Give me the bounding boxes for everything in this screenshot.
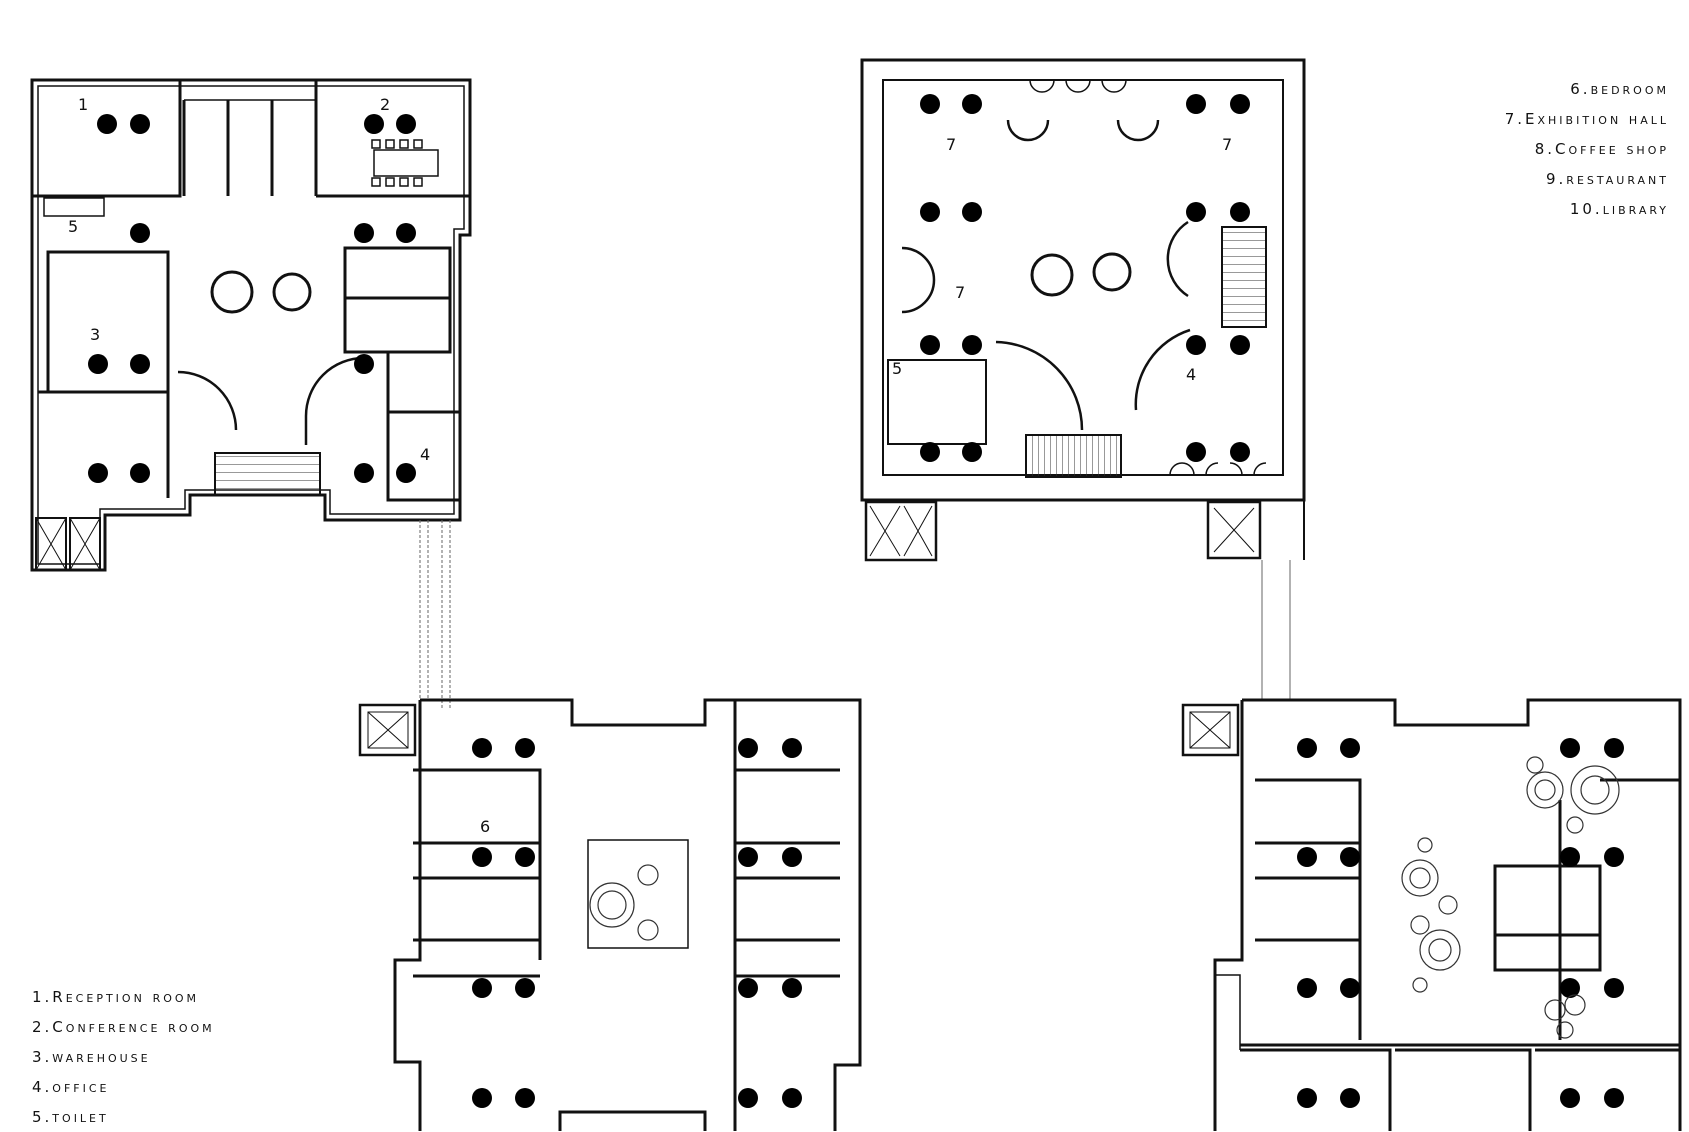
plan-d-columns: [1297, 738, 1624, 1108]
plan-b-label-hall-2: 7: [1222, 135, 1232, 154]
plan-a-label-reception: 1: [78, 95, 88, 114]
plan-d-trees: [1401, 756, 1620, 1039]
plan-a: [30, 78, 472, 572]
legend-item-bedroom: 6.bedroom: [1570, 80, 1669, 98]
plan-c-numbers: 6: [480, 817, 490, 836]
legend-item-library: 10.library: [1569, 200, 1669, 218]
room-legend-right: 6.bedroom 7.Exhibition hall 8.Coffee sho…: [1505, 74, 1669, 224]
legend-item-warehouse: 3.warehouse: [32, 1048, 151, 1066]
legend-item-conference-room: 2.Conference room: [32, 1018, 215, 1036]
plan-b-numbers: 7 7 7 5 4: [892, 135, 1232, 384]
legend-item-office: 4.office: [32, 1078, 110, 1096]
plan-b-label-toilet: 5: [892, 359, 902, 378]
plan-c-tree: [589, 864, 659, 941]
plan-c-columns: [472, 738, 802, 1108]
plan-b-label-hall-1: 7: [946, 135, 956, 154]
conference-table: [371, 139, 439, 187]
plan-b: [860, 58, 1306, 562]
plan-d: [1181, 698, 1682, 1131]
plan-c-label-bedroom: 6: [480, 817, 490, 836]
plan-a-c-link: [419, 520, 451, 710]
plan-a-columns: [88, 114, 416, 483]
plan-a-label-conference: 2: [380, 95, 390, 114]
plan-b-d-link: [1261, 560, 1291, 700]
plan-b-label-office: 4: [1186, 365, 1196, 384]
plan-a-numbers: 1 2 3 4 5: [68, 95, 430, 464]
plan-b-columns: [920, 94, 1250, 462]
legend-item-reception-room: 1.Reception room: [32, 988, 200, 1006]
plan-a-label-toilet: 5: [68, 217, 78, 236]
plan-c: [358, 698, 862, 1131]
legend-item-coffee-shop: 8.Coffee shop: [1534, 140, 1669, 158]
plan-b-label-hall-3: 7: [955, 283, 965, 302]
legend-item-restaurant: 9.restaurant: [1546, 170, 1669, 188]
plan-a-label-office: 4: [420, 445, 430, 464]
legend-item-toilet: 5.toilet: [32, 1108, 109, 1126]
plan-a-label-warehouse: 3: [90, 325, 100, 344]
room-legend-left: 1.Reception room 2.Conference room 3.war…: [32, 982, 215, 1132]
legend-item-exhibition-hall: 7.Exhibition hall: [1504, 110, 1669, 128]
